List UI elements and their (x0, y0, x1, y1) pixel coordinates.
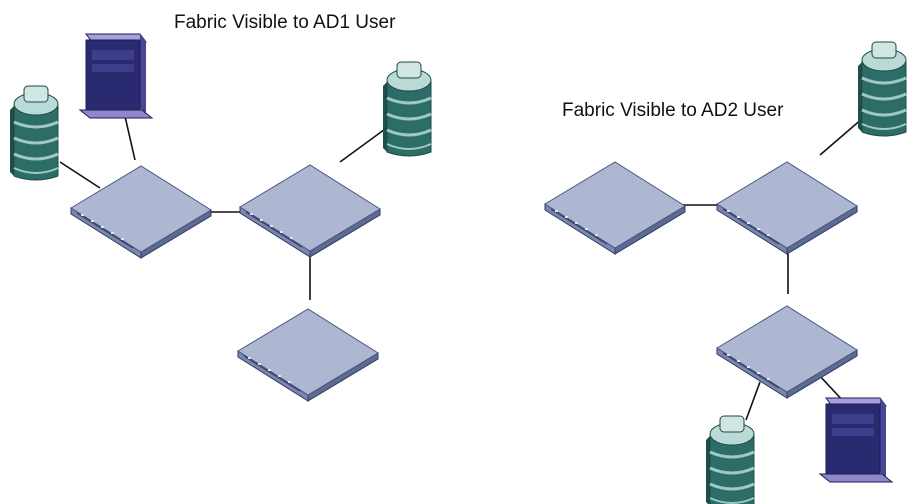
storage-icon (704, 414, 756, 504)
switch-icon (237, 308, 379, 402)
switch-icon (716, 305, 858, 399)
server-icon (819, 397, 893, 483)
storage-icon (8, 84, 60, 182)
fabric-ad1-title: Fabric Visible to AD1 User (174, 12, 396, 33)
link-server-switch-a (123, 111, 136, 161)
link-storage-switch-a (59, 161, 101, 189)
fabric-ad2 (544, 40, 908, 504)
switch-icon (544, 161, 686, 255)
server-icon (79, 33, 153, 119)
fabric-ad2-title: Fabric Visible to AD2 User (562, 100, 784, 121)
switch-icon (239, 164, 381, 258)
switch-icon (70, 165, 212, 259)
link-switch-f-storage (745, 381, 761, 421)
switch-icon (716, 161, 858, 255)
fabric-ad1 (8, 33, 433, 402)
storage-icon (856, 40, 908, 138)
storage-icon (381, 60, 433, 158)
